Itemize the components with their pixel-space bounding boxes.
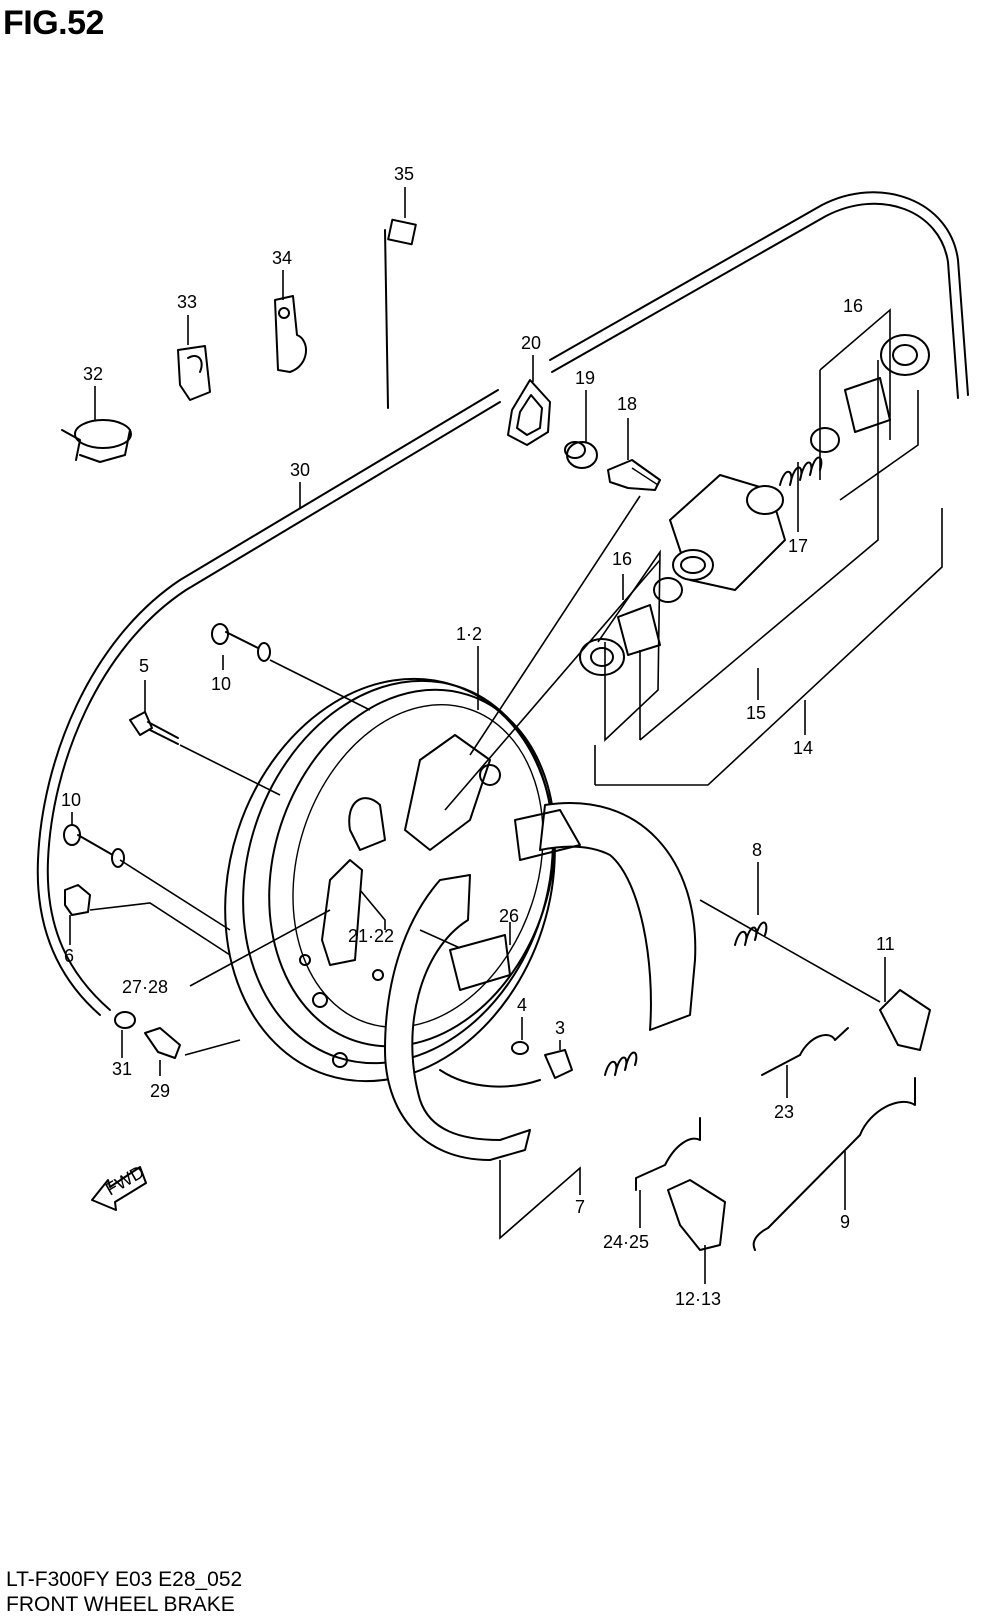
callout-11: 11 — [876, 934, 895, 954]
brake-shoe-7 — [384, 802, 697, 1161]
callout-10-lower: 10 — [61, 790, 81, 810]
callout-labels: 35 34 33 32 20 19 18 16 30 17 16 1·2 10 … — [61, 164, 895, 1309]
cable-tie-35 — [384, 218, 417, 409]
cup-16-upper — [810, 334, 930, 453]
spring-lower — [604, 1051, 638, 1076]
hose-clip-32 — [61, 419, 132, 463]
clip-12-13 — [667, 1179, 726, 1251]
callout-27-28: 27·28 — [122, 977, 168, 997]
callout-24-25: 24·25 — [603, 1232, 649, 1252]
bolt-3-washer-4 — [511, 1041, 573, 1079]
callout-14: 14 — [793, 738, 813, 758]
callout-16-upper: 16 — [843, 296, 863, 316]
callout-18: 18 — [617, 394, 637, 414]
callout-9: 9 — [840, 1212, 850, 1232]
figure-caption: FRONT WHEEL BRAKE — [6, 1593, 235, 1616]
callout-32: 32 — [83, 364, 103, 384]
callout-8: 8 — [752, 840, 762, 860]
callout-16-lower: 16 — [612, 549, 632, 569]
callout-20: 20 — [521, 333, 541, 353]
clip-11 — [879, 989, 931, 1051]
callout-21-22: 21·22 — [348, 926, 394, 946]
leader-lines — [69, 187, 886, 1284]
callout-7: 7 — [575, 1197, 585, 1217]
brake-drum-1-2 — [224, 677, 556, 1083]
callout-4: 4 — [517, 995, 527, 1015]
nipple-29-31 — [114, 1011, 181, 1059]
wheel-cylinder-body — [669, 474, 786, 591]
callout-5: 5 — [139, 656, 149, 676]
figure-title: FIG.52 — [3, 4, 104, 42]
spring-9 — [752, 1077, 916, 1251]
callout-29: 29 — [150, 1081, 170, 1101]
callout-30: 30 — [290, 460, 310, 480]
callout-17: 17 — [788, 536, 808, 556]
pin-10-lower — [63, 824, 125, 868]
callout-34: 34 — [272, 248, 292, 268]
spring-17 — [779, 456, 823, 486]
callout-31: 31 — [112, 1059, 132, 1079]
gasket-20 — [507, 379, 551, 446]
pin-10-upper — [211, 623, 271, 662]
bleeder-screw-18 — [607, 459, 661, 491]
cap-19 — [564, 441, 598, 469]
callout-33: 33 — [177, 292, 197, 312]
fwd-arrow-icon: FWD — [91, 1162, 147, 1211]
callout-1-2: 1·2 — [456, 624, 482, 644]
callout-35: 35 — [394, 164, 414, 184]
hose-clamp-34 — [274, 295, 307, 373]
callout-15: 15 — [746, 703, 766, 723]
nut-6 — [64, 884, 91, 916]
brake-hose-30 — [36, 191, 969, 1016]
callout-3: 3 — [555, 1018, 565, 1038]
hose-clip-33 — [177, 345, 211, 401]
callout-19: 19 — [575, 368, 595, 388]
model-code: LT-F300FY E03 E28_052 — [6, 1568, 243, 1591]
cup-16-lower — [579, 577, 683, 676]
callout-6: 6 — [64, 946, 74, 966]
spring-23 — [761, 1027, 849, 1076]
bolt-5 — [129, 711, 179, 745]
spring-24-25 — [635, 1117, 701, 1191]
callout-12-13: 12·13 — [675, 1289, 721, 1309]
callout-23: 23 — [774, 1102, 794, 1122]
spring-8 — [734, 921, 768, 946]
callout-10-upper: 10 — [211, 674, 231, 694]
callout-26: 26 — [499, 906, 519, 926]
